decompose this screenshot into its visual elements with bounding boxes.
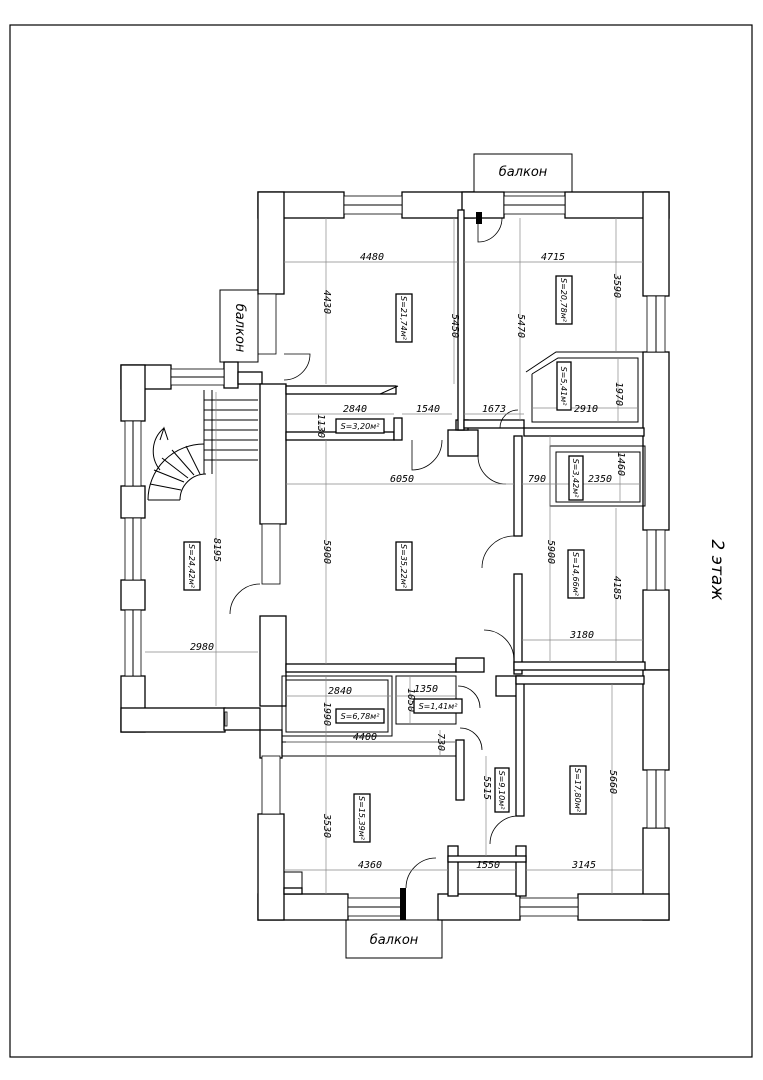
area-label: S=6,78м² — [341, 712, 381, 721]
balcony-label-top: балкон — [499, 165, 548, 180]
dim-label: 1460 — [615, 452, 626, 476]
dim-label: 1990 — [321, 702, 332, 726]
area-label: S=3,20м² — [341, 422, 381, 431]
area-label: S=17,80м² — [573, 768, 582, 813]
sheet-border — [9, 24, 753, 1058]
balconies — [219, 153, 573, 959]
dimension-lines — [145, 218, 643, 894]
dim-label: 1350 — [414, 684, 438, 695]
floor-label: 2 этаж — [707, 539, 727, 601]
dim-label: 2840 — [328, 686, 352, 697]
balcony-bottom — [345, 919, 443, 959]
dim-label: 5900 — [321, 540, 332, 564]
dim-label: 4715 — [541, 252, 565, 263]
interior-walls — [259, 209, 646, 897]
dim-label: 4185 — [611, 576, 622, 600]
dim-label: 5515 — [481, 776, 492, 800]
area-label: S=5,41м² — [559, 367, 568, 407]
dim-label: 2840 — [343, 404, 367, 415]
area-label: S=14,66м² — [571, 552, 580, 597]
balcony-label-left: балкон — [232, 304, 247, 353]
dim-label: 2980 — [190, 642, 214, 653]
dim-label: 5660 — [607, 770, 618, 794]
staircase — [147, 390, 258, 501]
dim-label: 1130 — [315, 414, 326, 438]
doors — [229, 212, 519, 920]
area-label: S=24,42м² — [187, 544, 196, 589]
dim-label: 1970 — [613, 382, 624, 406]
dim-label: 790 — [528, 474, 546, 485]
area-label: S=3,42м² — [571, 459, 580, 499]
dim-label: 4430 — [321, 290, 332, 314]
dim-label: 1050 — [405, 688, 416, 712]
dim-label: 3145 — [571, 860, 596, 871]
dim-label: 3180 — [569, 630, 594, 641]
dim-label: 3590 — [611, 273, 622, 298]
dim-label: 1540 — [416, 404, 440, 415]
balcony-top — [473, 153, 573, 193]
area-label: S=9,10м² — [497, 771, 506, 811]
area-labels: S=21,74м² S=20,78м² S=5,41м² S=3,20м² S=… — [183, 275, 587, 843]
dim-label: 5450 — [449, 314, 460, 338]
windows — [124, 195, 666, 917]
balcony-left — [219, 289, 259, 363]
dim-label: 3530 — [321, 813, 332, 838]
dim-label: 5470 — [515, 314, 526, 338]
area-label: S=35,22м² — [399, 544, 408, 589]
dim-label: 4480 — [360, 252, 384, 263]
dim-label: 4400 — [353, 732, 377, 743]
dim-label: 5900 — [545, 540, 556, 564]
dim-label: 1673 — [482, 404, 506, 415]
dim-label: 1550 — [476, 860, 500, 871]
balcony-label-bottom: балкон — [370, 933, 419, 948]
dim-label: 2910 — [574, 404, 598, 415]
area-label: S=15,39м² — [357, 796, 366, 841]
area-label: S=21,74м² — [399, 296, 408, 341]
outer-walls — [120, 191, 670, 921]
dim-label: 6050 — [390, 474, 414, 485]
area-label: S=1,41м² — [419, 702, 459, 711]
dim-label: 8195 — [211, 538, 222, 562]
dim-label: 2350 — [588, 474, 612, 485]
dim-label: 4360 — [358, 860, 382, 871]
dimension-labels: 4480 4715 4430 5450 5470 3590 2840 1540 … — [190, 252, 626, 871]
dim-label: 730 — [435, 733, 446, 751]
area-label: S=20,78м² — [559, 278, 568, 323]
